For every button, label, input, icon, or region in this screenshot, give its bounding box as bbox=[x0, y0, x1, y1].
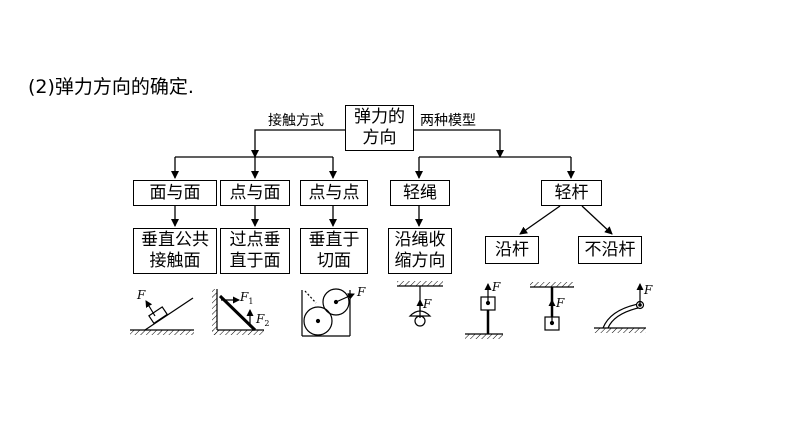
curved-rod-force-label: F bbox=[643, 283, 653, 297]
face-face-direction-line1: 垂直公共 bbox=[141, 230, 209, 250]
balls-in-box-illustration bbox=[301, 288, 355, 337]
rope-force-label: F bbox=[422, 297, 432, 311]
rod-hanging-force-label: F bbox=[555, 296, 565, 310]
not-along-rod-box: 不沿杆 bbox=[578, 236, 642, 264]
rod-support-illustration bbox=[465, 283, 503, 339]
incline-block-illustration bbox=[130, 297, 194, 335]
rope-direction-line2: 缩方向 bbox=[394, 251, 446, 271]
face-face-direction-box: 垂直公共 接触面 bbox=[133, 228, 217, 274]
face-face-direction-line2: 接触面 bbox=[149, 251, 201, 271]
root-line1: 弹力的 bbox=[354, 107, 405, 127]
rope-direction-line1: 沿绳收 bbox=[394, 230, 446, 250]
hanging-lamp-illustration bbox=[397, 281, 443, 327]
rope-direction-box: 沿绳收 缩方向 bbox=[388, 228, 452, 274]
face-face-box: 面与面 bbox=[133, 180, 217, 206]
point-face-direction-line2: 直于面 bbox=[229, 251, 281, 271]
contact-mode-label: 接触方式 bbox=[268, 113, 324, 129]
rod-support-force-label: F bbox=[491, 280, 501, 294]
point-point-direction-line2: 切面 bbox=[317, 251, 351, 271]
wall-force-label-2: F2 bbox=[255, 312, 269, 328]
section-heading: (2)弹力方向的确定. bbox=[28, 76, 194, 98]
along-rod-box: 沿杆 bbox=[485, 236, 539, 264]
model-branch-line bbox=[414, 129, 504, 158]
root-line2: 方向 bbox=[362, 128, 397, 148]
point-face-direction-box: 过点垂 直于面 bbox=[220, 228, 290, 274]
point-face-direction-line1: 过点垂 bbox=[229, 230, 281, 250]
rod-box: 轻杆 bbox=[541, 180, 602, 206]
point-face-box: 点与面 bbox=[220, 180, 290, 206]
point-point-direction-line1: 垂直于 bbox=[308, 230, 360, 250]
rope-box: 轻绳 bbox=[390, 180, 450, 206]
point-point-direction-box: 垂直于 切面 bbox=[300, 228, 368, 274]
incline-force-label: F bbox=[136, 288, 146, 302]
point-point-box: 点与点 bbox=[300, 180, 368, 206]
wall-rod-illustration bbox=[212, 289, 264, 335]
curved-rod-illustration bbox=[594, 283, 646, 333]
wall-force-label-1: F1 bbox=[239, 290, 253, 306]
balls-force-label: F bbox=[356, 285, 366, 299]
contact-branch-line bbox=[251, 129, 345, 158]
root-box: 弹力的 方向 bbox=[345, 105, 414, 151]
models-label: 两种模型 bbox=[420, 113, 476, 129]
rod-hanging-illustration bbox=[530, 282, 574, 331]
